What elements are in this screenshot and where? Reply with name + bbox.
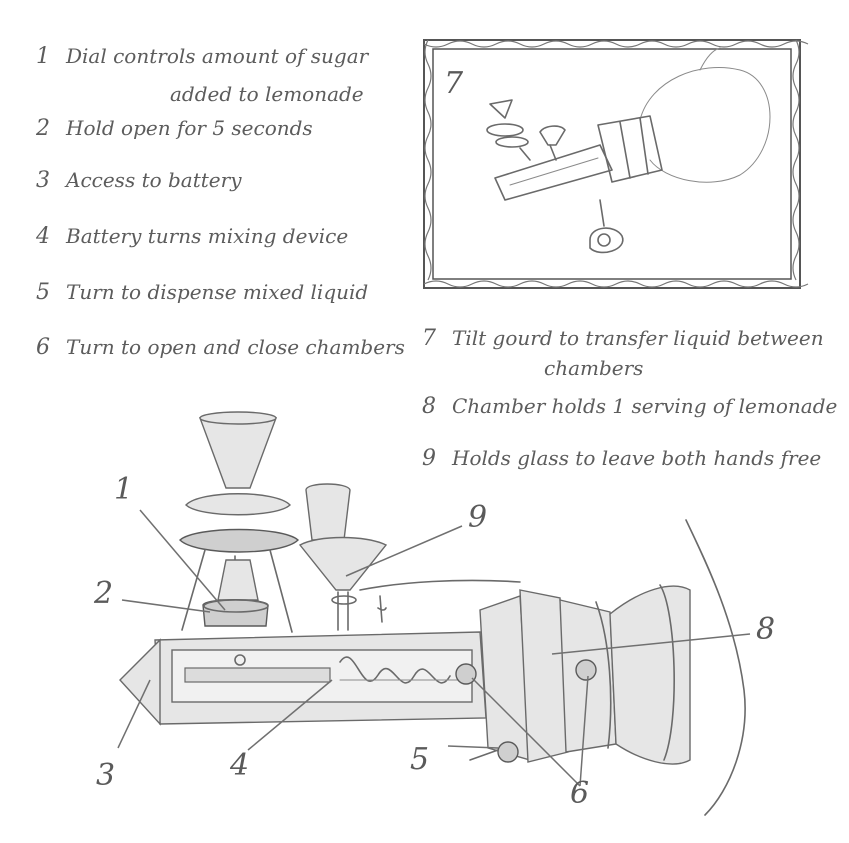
note-5: 5 Turn to dispense mixed liquid — [36, 280, 368, 305]
note-8: 8 Chamber holds 1 serving of lemonade — [422, 394, 837, 419]
note-7: 7 Tilt gourd to transfer liquid between — [422, 326, 824, 351]
callout-8: 8 — [756, 612, 776, 647]
note-2: 2 Hold open for 5 seconds — [36, 116, 313, 141]
note-text: Hold open for 5 seconds — [66, 116, 313, 140]
note-text: Dial controls amount of sugar — [66, 44, 369, 68]
note-text: Tilt gourd to transfer liquid between — [452, 326, 824, 350]
callout-4: 4 — [230, 748, 250, 783]
inset-sketch — [486, 47, 771, 254]
callout-5: 5 — [410, 742, 430, 777]
note-number: 4 — [36, 224, 50, 249]
note-1-continued: added to lemonade — [170, 82, 364, 106]
note-6: 6 Turn to open and close chambers — [36, 335, 405, 360]
note-9: 9 Holds glass to leave both hands free — [422, 446, 821, 471]
inset-label: 7 — [444, 66, 464, 101]
note-text: Holds glass to leave both hands free — [452, 446, 822, 470]
callout-9: 9 — [468, 500, 488, 535]
note-number: 5 — [36, 280, 50, 305]
note-text: Chamber holds 1 serving of lemonade — [452, 394, 838, 418]
note-4: 4 Battery turns mixing device — [36, 224, 348, 249]
note-text: Turn to dispense mixed liquid — [66, 280, 369, 304]
note-number: 9 — [422, 446, 436, 471]
note-3: 3 Access to battery — [36, 168, 242, 193]
leader-lines — [117, 509, 751, 787]
note-number: 2 — [36, 116, 50, 141]
callout-1: 1 — [114, 472, 134, 507]
note-number: 1 — [36, 44, 50, 69]
main-device — [119, 411, 746, 816]
note-number: 6 — [36, 335, 50, 360]
callout-6: 6 — [570, 776, 590, 811]
note-text: Battery turns mixing device — [66, 224, 349, 248]
note-number: 3 — [36, 168, 50, 193]
note-text: Access to battery — [66, 168, 242, 192]
inset-frame — [423, 39, 809, 289]
note-number: 8 — [422, 394, 436, 419]
note-number: 7 — [422, 326, 436, 351]
note-1: 1 Dial controls amount of sugar — [36, 44, 368, 69]
callout-2: 2 — [94, 576, 114, 611]
note-text: Turn to open and close chambers — [66, 335, 405, 359]
note-7-continued: chambers — [544, 356, 644, 380]
callout-3: 3 — [96, 758, 116, 793]
